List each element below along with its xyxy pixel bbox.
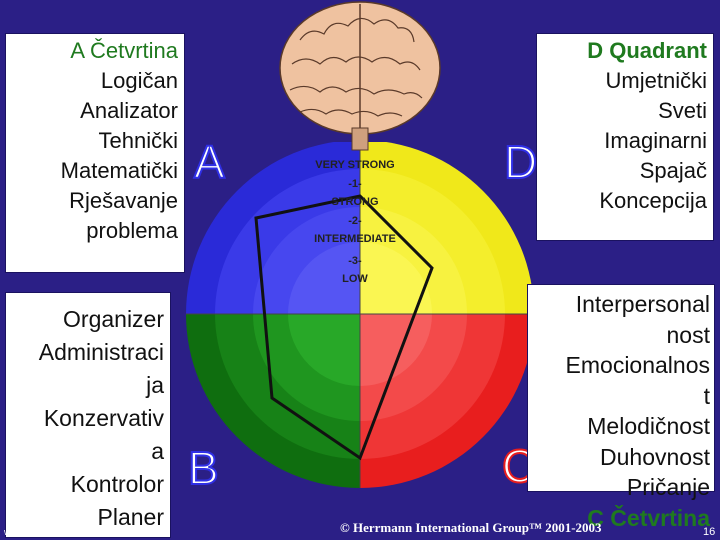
quadrant-c-trait: nost [666,321,710,348]
quadrant-b-trait: Planer [97,504,164,530]
quadrant-d-trait: Spajač [639,158,707,183]
scale-label-low: LOW [342,273,368,285]
quadrant-b-trait: Kontrolor [70,471,164,497]
quadrant-a-trait: Tehnički [98,128,178,153]
quadrant-d-trait: Imaginarni [604,128,707,153]
quadrant-b-trait: ja [146,372,164,398]
quadrant-d-trait: Koncepcija [599,188,707,213]
scale-label-3: -3- [348,255,362,267]
quadrant-b-rings [186,314,360,488]
letter-d: D [504,136,537,188]
quadrant-a-box: A Četvrtina Logičan Analizator Tehnički … [5,33,185,273]
letter-b: B [188,442,219,494]
scale-label-very-strong: VERY STRONG [315,159,394,171]
quadrant-b-box: Organizer Administraci ja Konzervativ a … [5,292,171,538]
scale-label-2: -2- [348,215,362,227]
quadrant-d-trait: Umjetnički [605,68,707,93]
quadrant-c-trait: Melodičnost [587,413,710,439]
quadrant-a-title: A Četvrtina [70,38,178,63]
quadrant-a-trait: Matematički [60,158,178,183]
quadrant-b-trait: Organizer [63,306,164,332]
quadrant-b-trait: Konzervativ [43,405,164,431]
quadrant-c-trait: Duhovnost [600,443,710,470]
scale-label-1: -1- [348,178,362,190]
quadrant-a-trait: Rješavanje [69,188,178,213]
quadrant-a-trait: problema [86,218,178,243]
quadrant-c-title: C Četvrtina [587,504,710,531]
quadrant-b-trait: Administraci [38,339,164,365]
letter-a: A [194,136,225,188]
quadrant-c-box: Interpersonal nost Emocionalnos t Melodi… [527,284,715,531]
quadrant-c-trait: t [703,382,710,409]
quadrant-c-rings [360,314,534,488]
website-footer: www.understandquran.com [4,527,114,537]
quadrant-d-title: D Quadrant [587,38,707,63]
quadrant-d-box: D Quadrant Umjetnički Sveti Imaginarni S… [536,33,714,241]
page-number: 16 [703,526,716,538]
brain-illustration [279,1,441,151]
quadrant-c-trait: Emocionalnos [565,352,710,378]
quadrant-a-trait: Analizator [80,98,178,123]
quadrant-a-rings [186,142,360,314]
quadrant-d-rings [360,142,534,314]
quadrant-b-trait: a [151,438,164,464]
profile-polygon [254,194,434,461]
quadrant-c-trait: Pričanje [626,474,710,500]
copyright-footer: © Herrmann International Group™ 2001-200… [340,520,602,535]
quadrant-d-trait: Sveti [658,98,707,123]
scale-label-intermediate: INTERMEDIATE [314,233,396,245]
scale-labels: VERY STRONG -1- STRONG -2- INTERMEDIATE … [314,159,396,285]
scale-label-strong: STRONG [331,196,378,208]
quadrant-a-trait: Logičan [100,68,178,93]
quadrant-c-trait: Interpersonal [575,291,710,317]
